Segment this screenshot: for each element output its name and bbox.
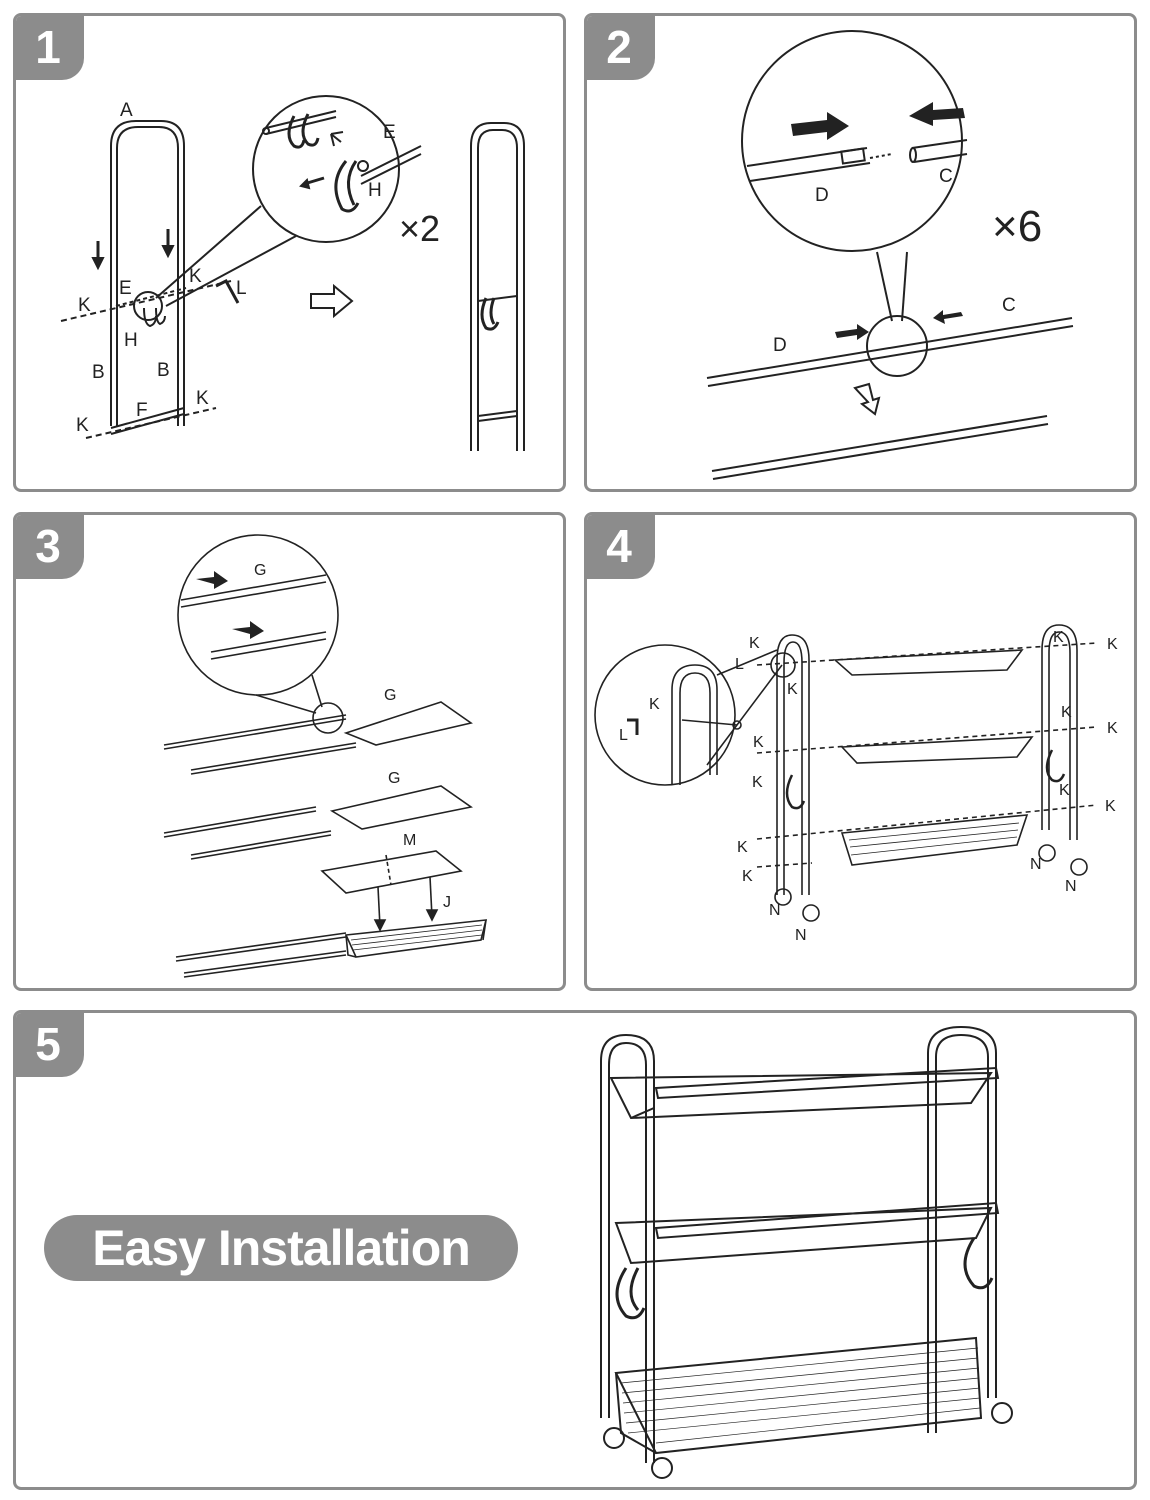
step-tab: 3 bbox=[16, 515, 84, 579]
label-g-zoom: G bbox=[254, 562, 266, 579]
basket-mesh bbox=[620, 1347, 981, 1444]
step-3-panel: G G G M J 3 bbox=[13, 512, 566, 991]
label-b-2: B bbox=[157, 360, 170, 381]
label-b-1: B bbox=[92, 362, 105, 383]
label-d-zoom: D bbox=[815, 185, 829, 206]
label-k-1: K bbox=[78, 295, 91, 316]
step-1-panel: A E K K L H B B F K K E H ×2 1 bbox=[13, 13, 566, 492]
label-k-zoom: K bbox=[649, 696, 660, 713]
banner-text: Easy Installation bbox=[92, 1220, 471, 1276]
step-number: 1 bbox=[35, 21, 61, 73]
label-n-3: N bbox=[769, 902, 781, 919]
step-tab: 5 bbox=[16, 1013, 84, 1077]
step-tab: 1 bbox=[16, 16, 84, 80]
step-number: 3 bbox=[35, 520, 61, 572]
label-k-8: K bbox=[752, 774, 763, 791]
step-5-panel: Easy Installation 5 bbox=[13, 1010, 1137, 1490]
multiplier: ×6 bbox=[992, 202, 1042, 251]
label-l-1: L bbox=[735, 656, 744, 673]
basket-mesh bbox=[350, 924, 483, 951]
step-number: 4 bbox=[606, 520, 632, 572]
label-k-10: K bbox=[1105, 798, 1116, 815]
label-g-2: G bbox=[388, 770, 400, 787]
step-1-diagram: A E K K L H B B F K K E H ×2 bbox=[60, 95, 525, 451]
label-e: E bbox=[119, 278, 132, 299]
label-n-4: N bbox=[795, 927, 807, 944]
label-n-1: N bbox=[1030, 856, 1042, 873]
label-j: J bbox=[443, 894, 451, 911]
label-k-2: K bbox=[787, 681, 798, 698]
step-2-diagram: D C ×6 D C bbox=[706, 30, 1074, 480]
label-k-6: K bbox=[1061, 704, 1072, 721]
label-k-12: K bbox=[742, 868, 753, 885]
label-e-zoom: E bbox=[383, 122, 396, 143]
label-m: M bbox=[403, 832, 416, 849]
label-c: C bbox=[1002, 295, 1016, 316]
label-h-zoom: H bbox=[368, 180, 382, 201]
step-2-panel: D C ×6 D C 2 bbox=[584, 13, 1137, 492]
label-k-11: K bbox=[737, 839, 748, 856]
step-4-panel: K L K K K K L K K K K K K K K N N N N 4 bbox=[584, 512, 1137, 991]
step-tab: 2 bbox=[587, 16, 655, 80]
step-4-diagram: K L K K K K L K K K K K K K K N N N N bbox=[594, 624, 1118, 944]
step-number: 5 bbox=[35, 1018, 61, 1070]
label-k-5: K bbox=[753, 734, 764, 751]
label-k-3: K bbox=[196, 388, 209, 409]
label-k-7: K bbox=[1107, 720, 1118, 737]
assembled-rack-diagram bbox=[600, 1025, 1013, 1479]
frame-a bbox=[110, 120, 185, 426]
label-c-zoom: C bbox=[939, 166, 953, 187]
label-k-2: K bbox=[189, 266, 202, 287]
label-n-2: N bbox=[1065, 878, 1077, 895]
label-k-4: K bbox=[76, 415, 89, 436]
label-l: L bbox=[236, 278, 247, 299]
easy-installation-banner: Easy Installation bbox=[44, 1215, 518, 1281]
label-h: H bbox=[124, 330, 138, 351]
label-k-4: K bbox=[1107, 636, 1118, 653]
label-k-9: K bbox=[1059, 782, 1070, 799]
label-k-3: K bbox=[1053, 629, 1064, 646]
step-tab: 4 bbox=[587, 515, 655, 579]
label-f: F bbox=[136, 400, 148, 421]
label-d: D bbox=[773, 335, 787, 356]
label-g-1: G bbox=[384, 687, 396, 704]
step-number: 2 bbox=[606, 21, 632, 73]
multiplier: ×2 bbox=[399, 208, 440, 249]
step-3-diagram: G G G M J bbox=[163, 534, 488, 978]
label-l-zoom: L bbox=[619, 727, 628, 744]
label-k-1: K bbox=[749, 635, 760, 652]
label-a: A bbox=[120, 100, 133, 121]
